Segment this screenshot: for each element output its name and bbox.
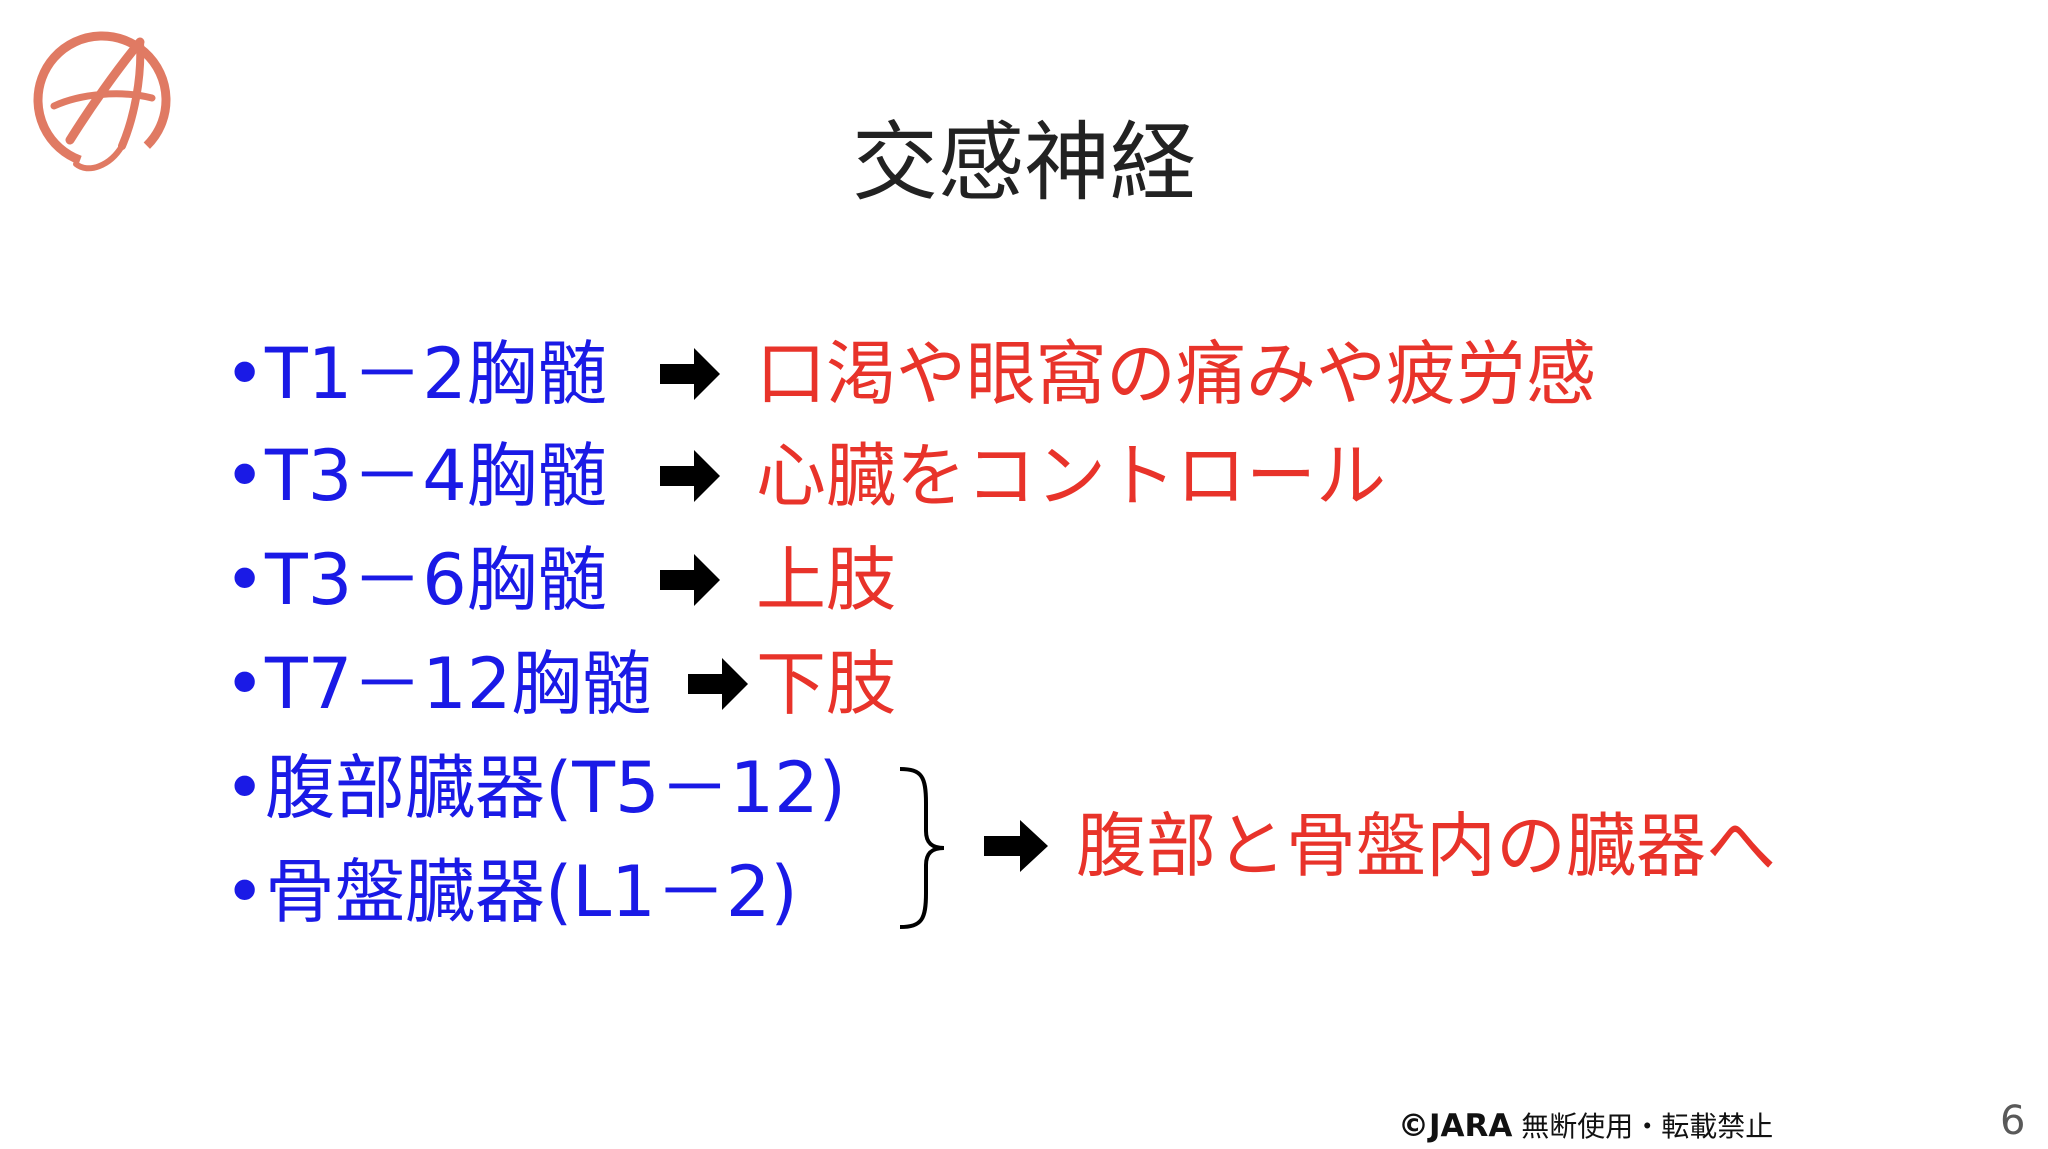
- right-arrow-icon: [660, 348, 720, 400]
- list-item: • T1－2胸髄 口渇や眼窩の痛みや疲労感: [0, 328, 2048, 420]
- target-label: 下肢: [756, 643, 896, 725]
- bullet: •: [224, 333, 266, 415]
- organ-group-label: 骨盤臓器(L1－2): [265, 851, 798, 933]
- right-brace: [899, 767, 945, 929]
- list-item: • T7－12胸髄 下肢: [0, 638, 2048, 730]
- right-arrow-icon: [984, 820, 1048, 872]
- target-label: 上肢: [756, 539, 896, 621]
- spinal-segment-label: T1－2胸髄: [265, 333, 607, 415]
- right-arrow-icon: [660, 450, 720, 502]
- organ-group-label: 腹部臓器(T5－12): [265, 747, 846, 829]
- list-item: • T3－6胸髄 上肢: [0, 534, 2048, 626]
- group-target-label: 腹部と骨盤内の臓器へ: [1076, 805, 1776, 887]
- copyright-notice: ©JARA 無断使用・転載禁止: [1398, 1106, 1773, 1147]
- target-label: 口渇や眼窩の痛みや疲労感: [756, 333, 1596, 415]
- list-item: • 骨盤臓器(L1－2): [0, 846, 2048, 938]
- bullet: •: [224, 643, 266, 725]
- bullet: •: [224, 539, 266, 621]
- slide-title: 交感神経: [852, 113, 1196, 213]
- bullet: •: [224, 747, 266, 829]
- spinal-segment-label: T3－4胸髄: [265, 435, 607, 517]
- spinal-segment-label: T3－6胸髄: [265, 539, 607, 621]
- spinal-segment-label: T7－12胸髄: [265, 643, 652, 725]
- bullet: •: [224, 851, 266, 933]
- usage-notice: 無断使用・転載禁止: [1521, 1110, 1774, 1143]
- target-label: 心臓をコントロール: [756, 435, 1386, 517]
- right-arrow-icon: [660, 554, 720, 606]
- jara-logo: [33, 31, 171, 172]
- page-number: 6: [2000, 1098, 2026, 1144]
- copyright-mark: ©JARA: [1398, 1108, 1513, 1144]
- list-item: • 腹部臓器(T5－12): [0, 742, 2048, 834]
- right-arrow-icon: [688, 658, 748, 710]
- bullet: •: [224, 435, 266, 517]
- list-item: • T3－4胸髄 心臓をコントロール: [0, 430, 2048, 522]
